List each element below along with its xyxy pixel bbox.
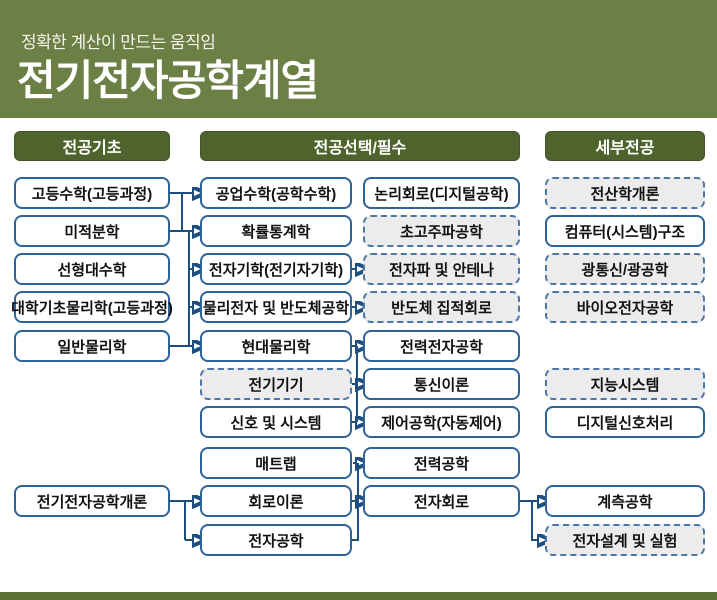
column-header-basics: 전공기초 <box>14 131 170 161</box>
course-box-signals-systems: 신호 및 시스템 <box>200 406 352 438</box>
course-box-intro-ee: 전기전자공학개론 <box>14 485 170 517</box>
course-box-matlab: 매트랩 <box>200 447 352 479</box>
footer-bar <box>0 592 717 600</box>
course-box-logic-circuits: 논리회로(디지털공학) <box>363 177 520 209</box>
course-box-electronics: 전자공학 <box>200 524 352 556</box>
header-tagline: 정확한 계산이 만드는 움직임 <box>21 33 216 52</box>
page-title: 전기전자공학계열 <box>17 57 319 104</box>
course-box-instrumentation: 계측공학 <box>545 485 705 517</box>
course-box-power-electronics: 전력전자공학 <box>363 330 520 362</box>
course-box-optical-communication: 광통신/광공학 <box>545 253 705 285</box>
course-box-em-waves-antenna: 전자파 및 안테나 <box>363 253 520 285</box>
course-box-advanced-math: 고등수학(고등과정) <box>14 177 170 209</box>
course-box-electronic-circuits: 전자회로 <box>363 485 520 517</box>
course-box-computer-architecture: 컴퓨터(시스템)구조 <box>545 215 705 247</box>
course-box-semiconductor-ic: 반도체 집적회로 <box>363 291 520 323</box>
course-box-probability-statistics: 확률통계학 <box>200 215 352 247</box>
course-box-intelligent-systems: 지능시스템 <box>545 368 705 400</box>
course-box-power-engineering: 전력공학 <box>363 447 520 479</box>
column-header-major: 전공선택/필수 <box>200 131 520 161</box>
header-banner: 정확한 계산이 만드는 움직임 전기전자공학계열 <box>0 0 717 118</box>
course-box-digital-signal-processing: 디지털신호처리 <box>545 406 705 438</box>
connector <box>352 463 359 541</box>
course-box-linear-algebra: 선형대수학 <box>14 253 170 285</box>
connector <box>531 501 539 540</box>
course-box-intro-computer-science: 전산학개론 <box>545 177 705 209</box>
course-box-calculus: 미적분학 <box>14 215 170 247</box>
course-box-engineering-math: 공업수학(공학수학) <box>200 177 352 209</box>
course-box-bioelectronics: 바이오전자공학 <box>545 291 705 323</box>
course-box-electromagnetics: 전자기학(전기자기학) <box>200 253 352 285</box>
course-box-electric-machines: 전기기기 <box>200 368 352 400</box>
course-box-circuit-theory: 회로이론 <box>200 485 352 517</box>
course-box-general-physics: 일반물리학 <box>14 330 170 362</box>
course-box-communication-theory: 통신이론 <box>363 368 520 400</box>
course-box-electronic-design-lab: 전자설계 및 실험 <box>545 524 705 556</box>
column-header-detail: 세부전공 <box>545 131 705 161</box>
course-box-college-basic-physics: 대학기초물리학(고등과정) <box>11 291 173 323</box>
course-box-physical-electronics-semiconductor: 물리전자 및 반도체공학 <box>200 291 352 323</box>
course-box-control-engineering: 제어공학(자동제어) <box>363 406 520 438</box>
course-box-modern-physics: 현대물리학 <box>200 330 352 362</box>
course-box-microwave-engineering: 초고주파공학 <box>363 215 520 247</box>
